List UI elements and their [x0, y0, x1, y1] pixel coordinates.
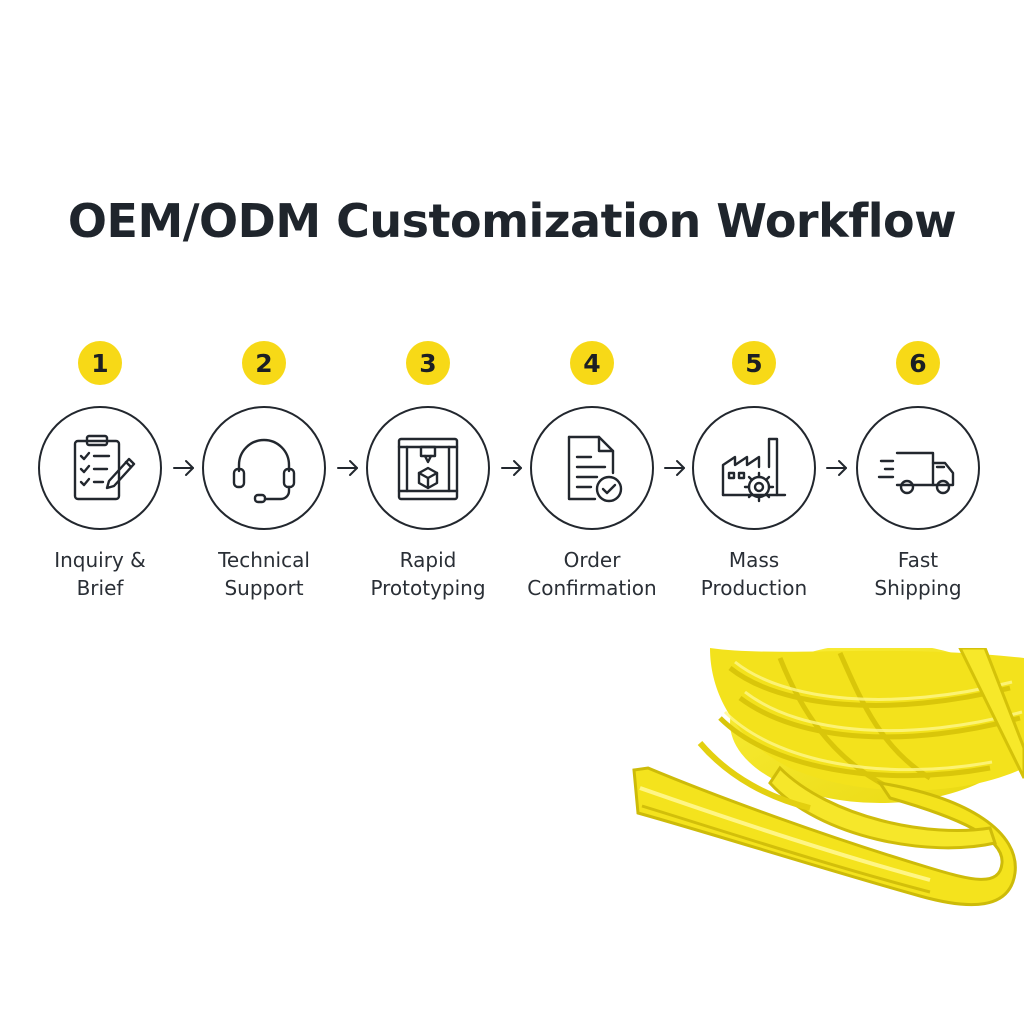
step-icon-circle	[202, 406, 326, 530]
step-label-line: Rapid	[399, 548, 457, 572]
step-fast-shipping: 6 Fast Shipping	[836, 338, 1000, 602]
step-label-line: Order	[563, 548, 621, 572]
step-label: Mass Production	[672, 546, 836, 602]
step-icon-circle	[692, 406, 816, 530]
step-number-badge: 1	[78, 341, 122, 385]
delivery-truck-icon	[877, 451, 955, 495]
step-label-line: Shipping	[874, 576, 962, 600]
step-label-line: Support	[224, 576, 304, 600]
step-label: Order Confirmation	[510, 546, 674, 602]
3d-printer-icon	[397, 437, 459, 501]
workflow-steps: 1 Inquiry & Brief	[0, 338, 1024, 628]
step-label: Inquiry & Brief	[18, 546, 182, 602]
step-label-line: Prototyping	[370, 576, 486, 600]
step-number-badge: 3	[406, 341, 450, 385]
document-check-icon	[567, 435, 623, 503]
step-label-line: Brief	[76, 576, 124, 600]
step-number-badge: 5	[732, 341, 776, 385]
clipboard-checklist-pencil-icon	[73, 434, 136, 501]
step-technical-support: 2 Technical Support	[182, 338, 346, 602]
step-icon-circle	[856, 406, 980, 530]
arrow-right-icon	[826, 460, 847, 476]
page-title: OEM/ODM Customization Workflow	[67, 194, 957, 248]
step-label: Fast Shipping	[836, 546, 1000, 602]
yellow-rubber-strip-image	[632, 648, 1024, 907]
step-number-badge: 2	[242, 341, 286, 385]
factory-gear-icon	[721, 437, 787, 503]
step-label: Rapid Prototyping	[346, 546, 510, 602]
step-label-line: Fast	[897, 548, 939, 572]
step-inquiry: 1 Inquiry & Brief	[18, 338, 182, 602]
step-label-line: Inquiry &	[54, 548, 146, 572]
step-icon-circle	[530, 406, 654, 530]
step-icon-circle	[38, 406, 162, 530]
step-label: Technical Support	[182, 546, 346, 602]
step-label-line: Production	[700, 576, 808, 600]
step-label-line: Confirmation	[527, 576, 657, 600]
step-label-line: Technical	[218, 548, 310, 572]
arrow-right-icon	[664, 460, 685, 476]
step-number-badge: 6	[896, 341, 940, 385]
step-mass-production: 5	[672, 338, 836, 602]
step-number-badge: 4	[570, 341, 614, 385]
arrow-right-icon	[337, 460, 358, 476]
step-label-line: Mass	[728, 548, 780, 572]
step-icon-circle	[366, 406, 490, 530]
step-order-confirmation: 4 Order Confirmation	[510, 338, 674, 602]
headset-icon	[232, 438, 296, 504]
step-rapid-prototyping: 3 Rapid Prototyping	[346, 338, 510, 602]
arrow-right-icon	[501, 460, 522, 476]
arrow-right-icon	[173, 460, 194, 476]
